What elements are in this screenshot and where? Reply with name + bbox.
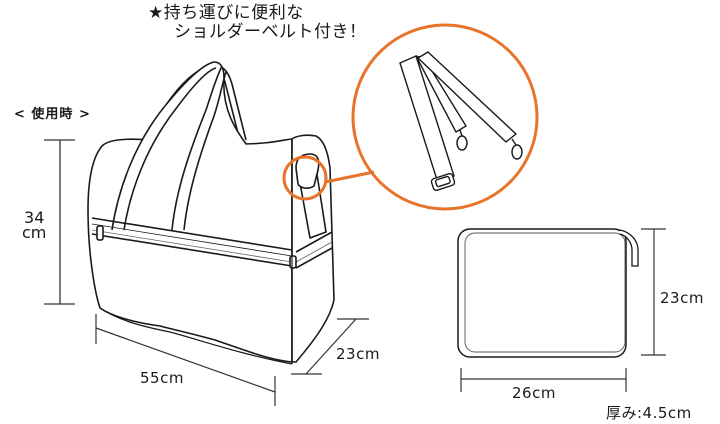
height-label: 34 cm: [22, 208, 47, 242]
headline: ★持ち運びに便利な ショルダーベルト付き！: [148, 4, 367, 42]
headline-line-2: ショルダーベルト付き！: [174, 22, 367, 42]
pouch-width-dimension-line: [460, 368, 627, 392]
in-use-label: < 使用時 >: [14, 107, 91, 122]
height-dimension-line: [44, 139, 75, 305]
width-label: 55cm: [140, 369, 184, 387]
bag-icon: [87, 61, 335, 365]
shoulder-strap-icon: [399, 51, 523, 192]
detail-callout: [282, 23, 539, 211]
headline-line-1: ★持ち運びに便利な: [148, 3, 304, 23]
pouch-height-label: 23cm: [660, 289, 704, 307]
pouch-icon: [457, 228, 639, 358]
height-unit: cm: [22, 223, 47, 242]
width-dimension-line: [95, 314, 276, 406]
pouch-thickness-label: 厚み:4.5cm: [606, 404, 692, 422]
height-value: 34: [24, 208, 45, 227]
depth-dimension-line: [291, 318, 369, 375]
pouch-width-label: 26cm: [512, 384, 556, 402]
pouch-height-dimension-line: [641, 228, 666, 356]
depth-label: 23cm: [336, 345, 380, 363]
